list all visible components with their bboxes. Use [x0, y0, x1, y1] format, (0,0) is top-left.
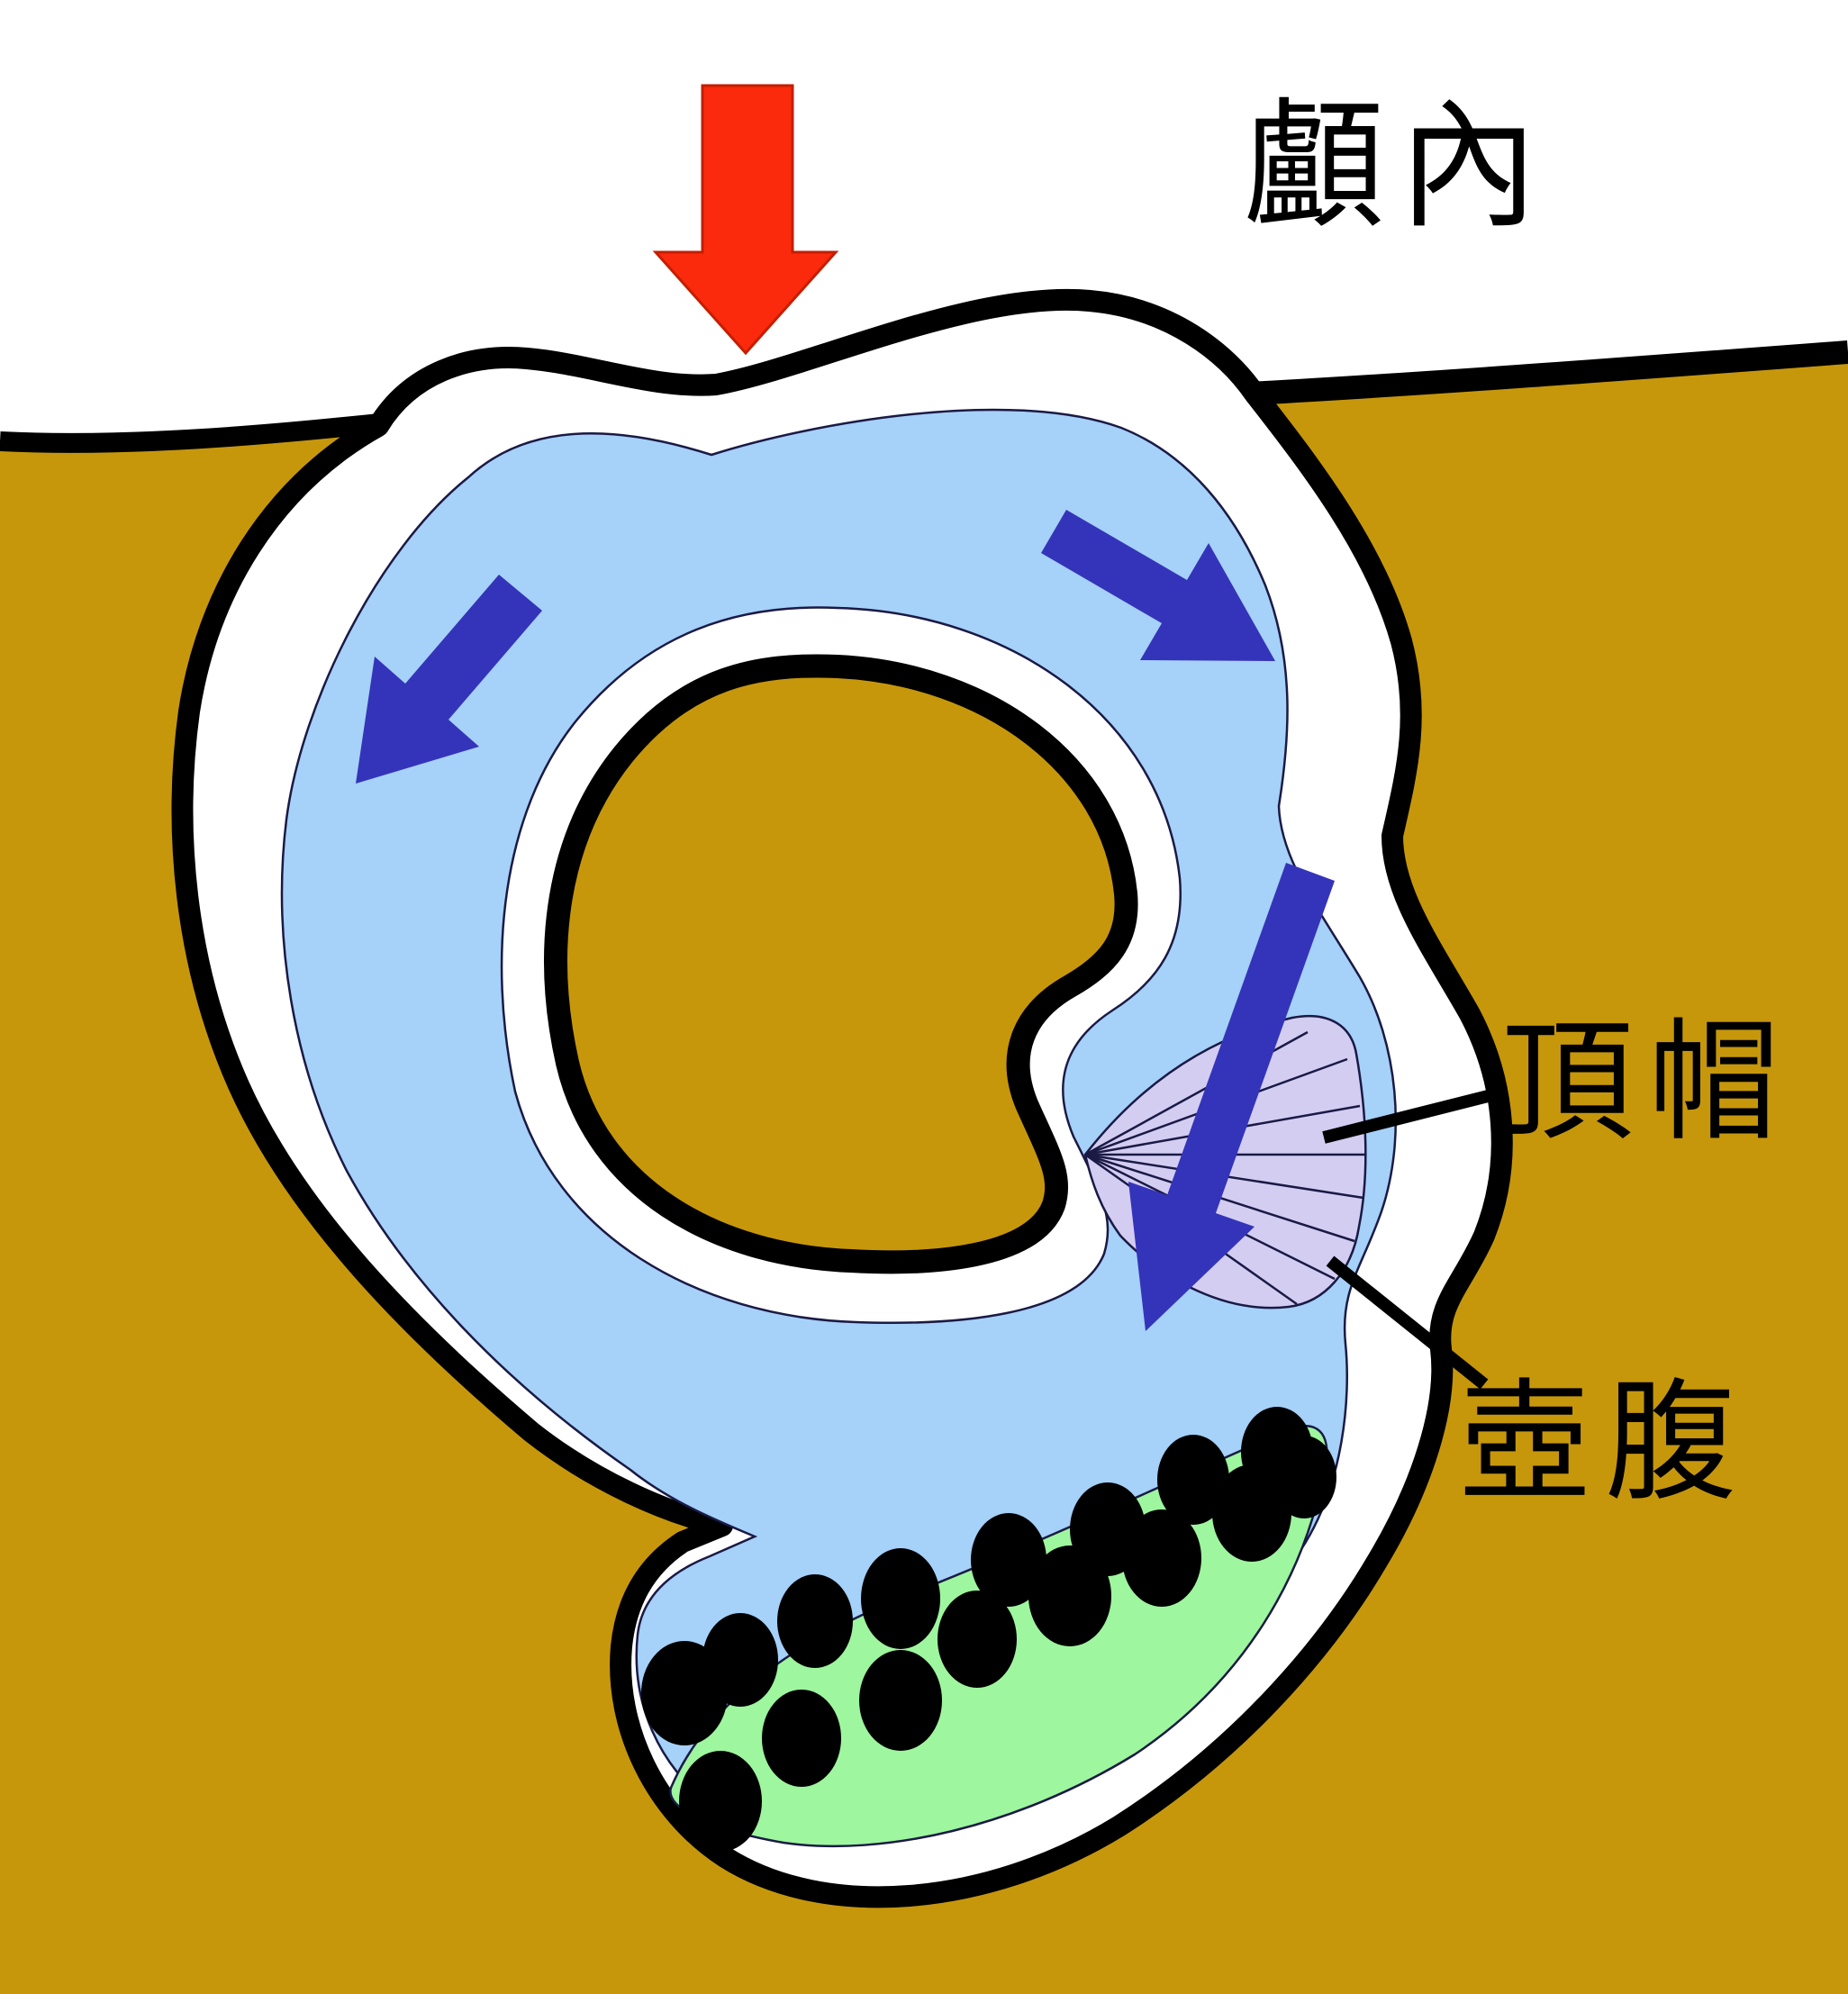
bone-surface-line-right — [1231, 340, 1848, 406]
otoconium — [1122, 1509, 1201, 1607]
otoconium — [762, 1690, 841, 1787]
otoconium — [938, 1591, 1017, 1688]
ampulla-leader-line — [1326, 1255, 1489, 1390]
otoconium — [1272, 1436, 1336, 1518]
otoconium — [777, 1574, 853, 1668]
flow-arrow-right-icon — [1041, 510, 1275, 661]
otoconium — [702, 1613, 778, 1707]
otoconium — [859, 1650, 942, 1751]
otoconium — [861, 1548, 940, 1649]
otoconium — [679, 1751, 762, 1852]
central-bone-island — [544, 654, 1138, 1274]
pressure-arrow-icon — [652, 84, 839, 356]
otoconium — [1157, 1435, 1229, 1525]
otoconium — [971, 1513, 1046, 1607]
cupula-leader-line — [1322, 1085, 1508, 1144]
ampulla-label: 壺腹 — [1459, 1366, 1751, 1519]
otoconia-dots — [641, 1407, 1336, 1852]
flow-arrow-left-icon — [356, 575, 542, 784]
intracranial-label: 顱內 — [1245, 85, 1553, 248]
flow-arrow-cupula-icon — [1128, 863, 1335, 1331]
bone-surface-line-left — [0, 412, 389, 453]
cupula-label: 頂帽 — [1502, 1006, 1794, 1159]
